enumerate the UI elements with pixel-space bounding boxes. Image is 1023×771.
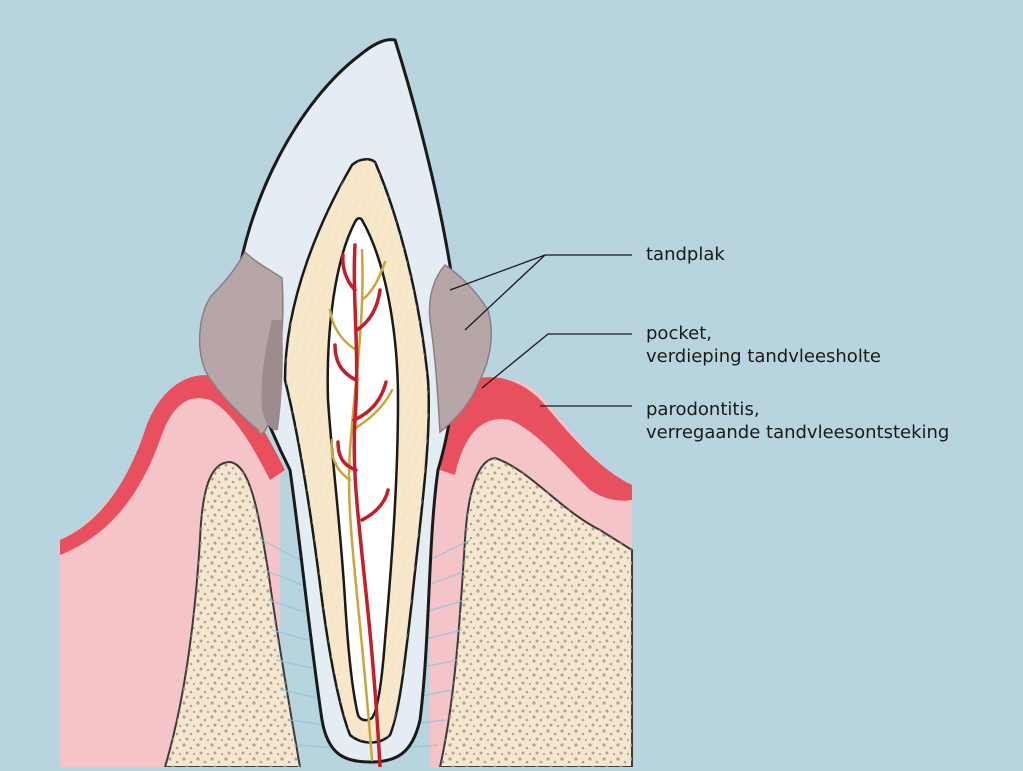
- label-tandplak-text: tandplak: [646, 244, 725, 265]
- pulp: [326, 217, 400, 722]
- plaque-right: [428, 264, 493, 434]
- callout-plaque: [449, 254, 632, 331]
- callout-lines: [449, 254, 632, 407]
- label-pocket: pocket, verdieping tandvleesholte: [646, 322, 881, 368]
- callout-pocket: [481, 333, 632, 389]
- inflamed-gum-left: [60, 375, 285, 555]
- inflamed-gum-right: [440, 377, 632, 501]
- blood-vessel: [333, 243, 390, 769]
- plaque-deposits: [198, 250, 493, 435]
- label-parodontitis: parodontitis, verregaande tandvleesontst…: [646, 398, 949, 444]
- nerve: [328, 248, 394, 762]
- label-pocket-line2: verdieping tandvleesholte: [646, 346, 881, 367]
- label-tandplak: tandplak: [646, 243, 725, 266]
- plaque-left-inner: [261, 320, 283, 431]
- label-parodontitis-line1: parodontitis,: [646, 399, 760, 420]
- label-pocket-line1: pocket,: [646, 323, 712, 344]
- label-parodontitis-line2: verregaande tandvleesontsteking: [646, 422, 950, 443]
